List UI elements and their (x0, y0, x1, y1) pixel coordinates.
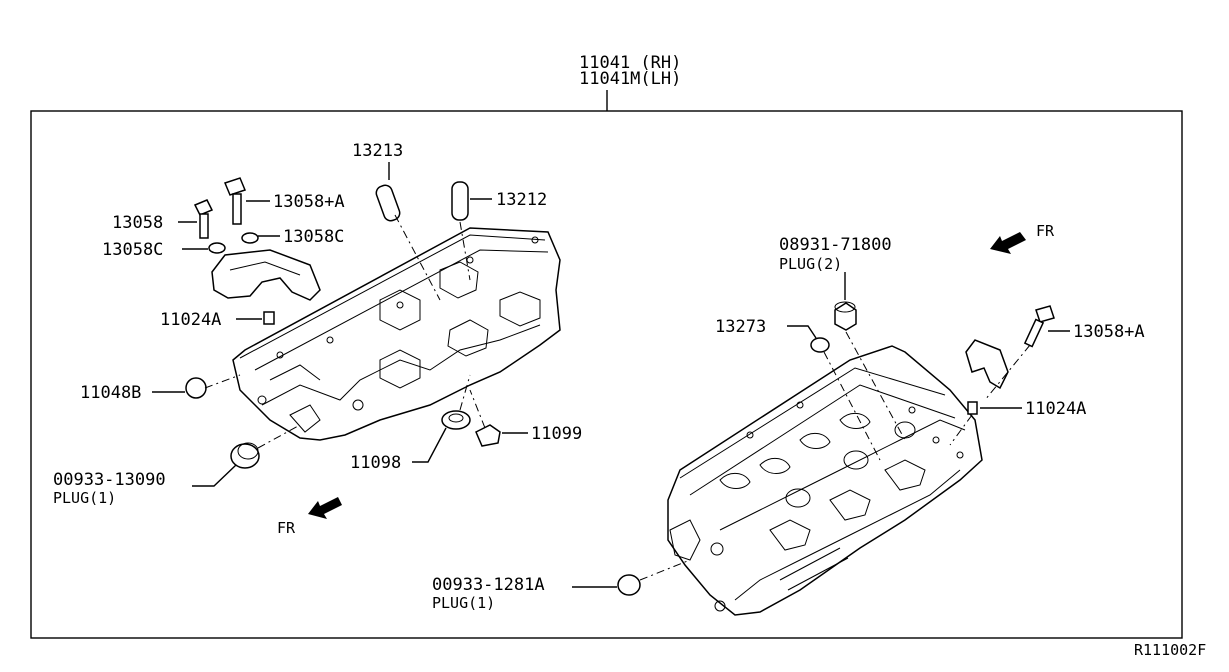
label-13058a-left: 13058+A (273, 192, 345, 212)
seal-11098 (441, 410, 471, 430)
seal-13273 (810, 337, 830, 353)
leader-bolt-right-dash (984, 344, 1031, 401)
label-13058c-right: 13058C (283, 227, 344, 247)
leader-11048b-dash (204, 374, 241, 389)
label-13058a-right: 13058+A (1073, 322, 1145, 342)
label-fr-left: FR (277, 519, 296, 537)
label-11098: 11098 (350, 453, 401, 473)
label-11024a-right: 11024A (1025, 399, 1086, 419)
bolt-13058 (193, 199, 214, 239)
leader-11098-dash (459, 374, 471, 411)
guide-13213 (375, 184, 401, 222)
leader-plug-right-dash (639, 559, 691, 581)
leader-11098 (412, 427, 447, 463)
diagram-frame (30, 110, 1183, 639)
seal-11099 (475, 424, 501, 447)
leader-dowel-right-dash (949, 414, 973, 446)
washer-13058c-right (241, 232, 259, 244)
label-00933-13090: 00933-13090 (53, 470, 166, 490)
bolt-13058-a-left (223, 177, 247, 225)
dowel-11024a-left (263, 311, 275, 325)
label-11099: 11099 (531, 424, 582, 444)
diagram-id: R111002F (1134, 641, 1206, 659)
dowel-11024a-right (967, 401, 978, 415)
plug-08931-71800 (834, 301, 857, 331)
guide-13212 (451, 181, 469, 221)
leader-plug-left-dash (257, 424, 301, 449)
right-cylinder-head (667, 345, 983, 616)
label-11048b: 11048B (80, 383, 141, 403)
leader-13213-dash (394, 214, 441, 301)
label-plug1-right: PLUG(1) (432, 594, 495, 612)
label-13058c-left: 13058C (102, 240, 163, 260)
label-13273: 13273 (715, 317, 766, 337)
plug-11048b (185, 377, 207, 399)
leader-11099-dash (469, 389, 486, 429)
bolt-13058-a-right (1023, 305, 1055, 348)
leader-08931-dash (845, 331, 906, 441)
label-plug2: PLUG(2) (779, 255, 842, 273)
bracket-11024-left (211, 249, 321, 301)
bracket-11024-right (965, 339, 1009, 390)
plug-00933-13090 (230, 442, 260, 469)
plug-00933-1281a (617, 574, 641, 596)
washer-13058c-left (208, 242, 226, 254)
label-fr-right: FR (1036, 222, 1055, 240)
fr-arrow-right-icon (990, 232, 1026, 254)
left-cylinder-head (232, 227, 561, 441)
label-08931-71800: 08931-71800 (779, 235, 892, 255)
label-13212: 13212 (496, 190, 547, 210)
label-plug1-left: PLUG(1) (53, 489, 116, 507)
leader-13212-dash (459, 221, 471, 281)
leader-13273-dash (823, 351, 881, 461)
header-part-rh: 11041 (RH) (579, 53, 681, 73)
label-00933-1281a: 00933-1281A (432, 575, 545, 595)
fr-arrow-left-icon (308, 497, 342, 519)
header-part-lh: 11041M(LH) (579, 69, 681, 89)
leader-13273 (787, 325, 817, 339)
label-13058: 13058 (112, 213, 163, 233)
label-11024a-left: 11024A (160, 310, 221, 330)
label-13213: 13213 (352, 141, 403, 161)
leader-00933-13090 (192, 464, 237, 487)
